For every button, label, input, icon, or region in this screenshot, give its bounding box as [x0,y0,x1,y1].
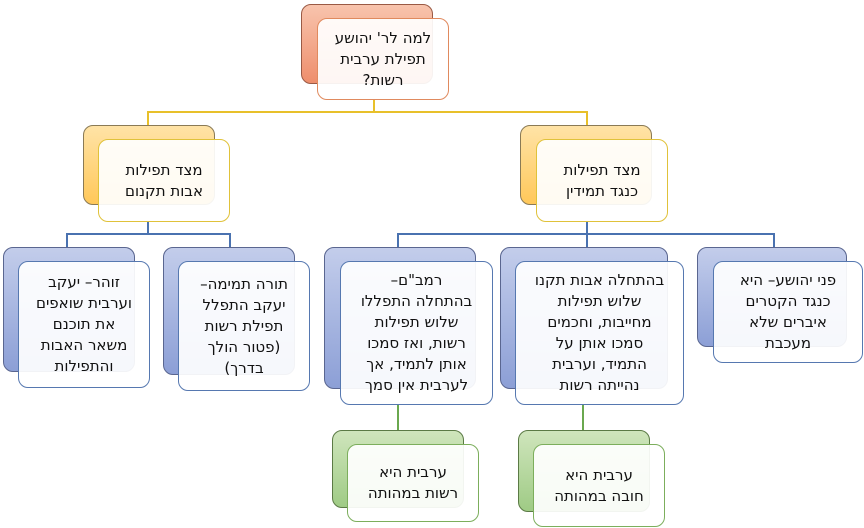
connector-right-leaves [397,222,588,247]
conclusion-1-node: ערבית היא חובה במהותה [533,444,665,527]
connector-root-right [374,111,588,125]
leaf-r1-text: פני יהושע– היא כנגד הקטרים איברים שלא מע… [739,271,837,352]
connector-left-leaf2 [148,233,231,247]
connector-left-leaves [66,222,149,247]
connector-right-leaf2 [587,233,775,247]
conclusion-2-node: ערבית היא רשות במהותה [347,444,479,522]
leaf-l1-node: תורה תמימה– יעקב התפלל תפילת רשות (פטור … [178,261,310,391]
leaf-r2-text: בהתחלה אבות תקנו שלוש תפילות מחייבות, וח… [534,271,665,394]
conclusion-1-text: ערבית היא חובה במהותה [554,465,644,505]
branch-left-text: מצד תפילות אבות תקנום [125,160,203,200]
leaf-l2-text: זוהר– יעקב וערבית שואפים את תוכנם משאר ה… [36,273,133,375]
leaf-l1-text: תורה תמימה– יעקב התפלל תפילת רשות (פטור … [200,274,288,377]
leaf-l2-node: זוהר– יעקב וערבית שואפים את תוכנם משאר ה… [18,261,150,388]
leaf-r1-node: פני יהושע– היא כנגד הקטרים איברים שלא מע… [713,261,863,363]
leaf-r2-node: בהתחלה אבות תקנו שלוש תפילות מחייבות, וח… [515,261,684,405]
root-node: למה לר' יהושע תפילת ערבית רשות? [317,18,449,100]
leaf-r3-node: רמב"ם– בהתחלה התפללו שלוש תפילות רשות, ו… [340,261,493,405]
conclusion-2-text: ערבית היא רשות במהותה [367,463,459,502]
leaf-r3-text: רמב"ם– בהתחלה התפללו שלוש תפילות רשות, ו… [360,271,473,394]
branch-right-text: מצד תפילות כנגד תמידין [563,160,641,200]
branch-left-node: מצד תפילות אבות תקנום [98,139,230,222]
root-node-text: למה לר' יהושע תפילת ערבית רשות? [334,28,432,89]
branch-right-node: מצד תפילות כנגד תמידין [536,139,668,222]
connector-root-branches [147,100,375,125]
